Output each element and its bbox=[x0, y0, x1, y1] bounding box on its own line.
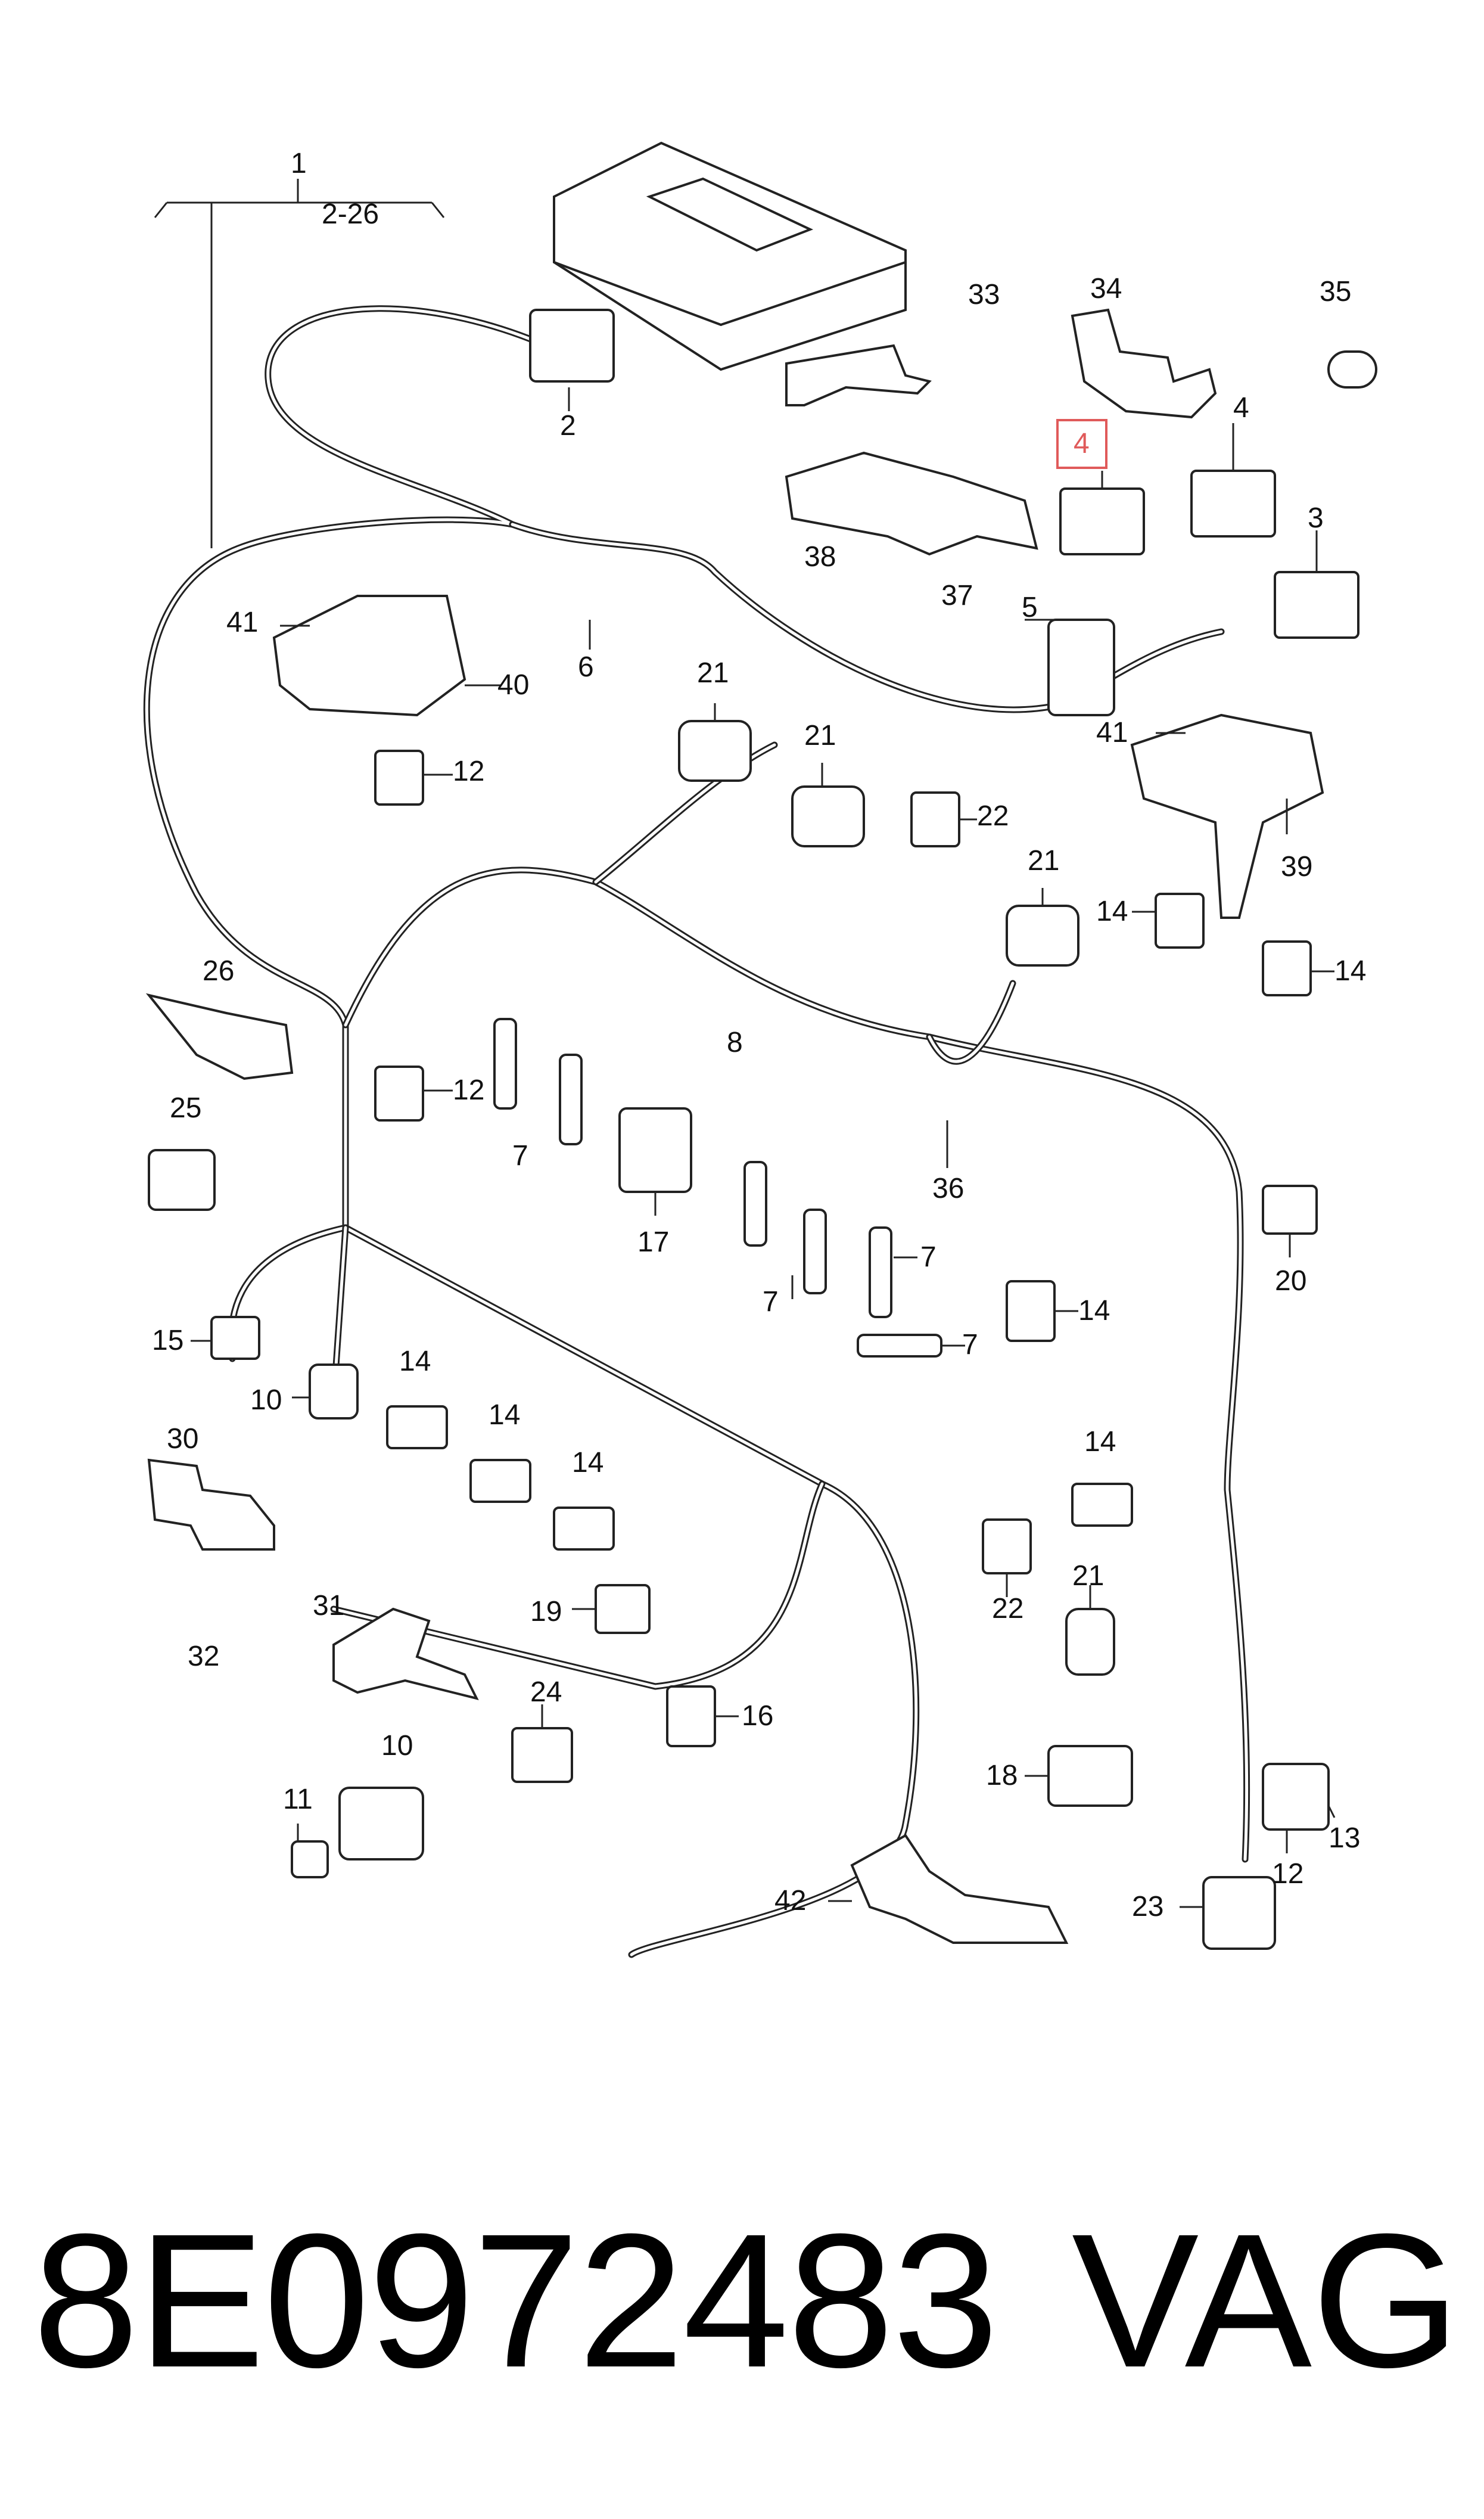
callout-41-b: 41 bbox=[1096, 717, 1128, 748]
callout-13: 13 bbox=[1329, 1822, 1360, 1854]
callout-30: 30 bbox=[167, 1423, 198, 1455]
callout-7: 7 bbox=[512, 1140, 528, 1172]
callout-7-b: 7 bbox=[920, 1241, 937, 1273]
callout-14-d: 14 bbox=[489, 1399, 520, 1431]
callout-4-highlighted: 4 bbox=[1074, 428, 1090, 459]
main-harness bbox=[143, 305, 1250, 1958]
callout-14-c: 14 bbox=[399, 1346, 431, 1377]
callout-17: 17 bbox=[637, 1226, 669, 1258]
callout-7-d: 7 bbox=[962, 1329, 978, 1361]
callout-33: 33 bbox=[968, 279, 1000, 310]
callout-26: 26 bbox=[203, 955, 234, 987]
sensor-probes bbox=[493, 1018, 942, 1358]
callout-21-d: 21 bbox=[1072, 1560, 1104, 1592]
callout-8: 8 bbox=[727, 1027, 743, 1058]
callout-14-b: 14 bbox=[1334, 955, 1366, 987]
callout-32: 32 bbox=[188, 1641, 219, 1672]
callout-38: 38 bbox=[804, 541, 836, 573]
part-number: 8E0972483 bbox=[33, 2194, 998, 2407]
callout-10: 10 bbox=[250, 1384, 282, 1416]
callout-35: 35 bbox=[1320, 276, 1351, 308]
brand-label: VAG bbox=[1071, 2194, 1460, 2407]
callout-11: 11 bbox=[283, 1784, 313, 1815]
callout-42: 42 bbox=[774, 1885, 806, 1917]
wiring-harness-diagram: 1 2-26 2 6 33 34 35 4 4 3 38 37 5 41 40 … bbox=[143, 141, 1377, 1958]
callout-12: 12 bbox=[453, 756, 484, 787]
callout-23: 23 bbox=[1132, 1891, 1163, 1922]
group-bracket bbox=[154, 179, 445, 548]
group-number-label: 1 bbox=[291, 148, 307, 179]
callout-21-c: 21 bbox=[1028, 845, 1059, 877]
callout-10-b: 10 bbox=[381, 1730, 413, 1762]
callout-31: 31 bbox=[313, 1590, 344, 1622]
callout-14-f: 14 bbox=[1078, 1295, 1110, 1327]
callout-4: 4 bbox=[1233, 392, 1249, 424]
callout-39: 39 bbox=[1281, 851, 1312, 883]
leader-lines bbox=[191, 387, 1336, 1908]
callout-14: 14 bbox=[1096, 896, 1128, 927]
callout-18: 18 bbox=[986, 1760, 1018, 1791]
callout-15: 15 bbox=[152, 1325, 183, 1356]
callout-5: 5 bbox=[1022, 592, 1038, 623]
callout-22-b: 22 bbox=[992, 1593, 1023, 1625]
callout-41: 41 bbox=[226, 607, 258, 638]
callout-22: 22 bbox=[977, 800, 1009, 832]
callout-20: 20 bbox=[1275, 1265, 1306, 1297]
callout-37: 37 bbox=[941, 580, 973, 611]
callout-40: 40 bbox=[497, 669, 529, 701]
connectors bbox=[148, 309, 1359, 1950]
highlight-box bbox=[1056, 419, 1107, 469]
callout-24: 24 bbox=[530, 1676, 562, 1708]
callout-12-b: 12 bbox=[453, 1074, 484, 1106]
callout-labels: 1 2-26 2 6 33 34 35 4 4 3 38 37 5 41 40 … bbox=[152, 148, 1366, 1922]
callout-21: 21 bbox=[697, 657, 729, 689]
group-range-label: 2-26 bbox=[322, 198, 379, 230]
callout-3: 3 bbox=[1308, 502, 1324, 534]
callout-16: 16 bbox=[742, 1700, 773, 1732]
callout-7-c: 7 bbox=[763, 1286, 779, 1318]
callout-14-g: 14 bbox=[1084, 1426, 1116, 1458]
callout-25: 25 bbox=[170, 1092, 201, 1124]
callout-12-c: 12 bbox=[1272, 1858, 1303, 1890]
callout-2: 2 bbox=[560, 410, 576, 442]
brackets bbox=[145, 308, 1377, 1944]
callout-36: 36 bbox=[932, 1173, 964, 1204]
callout-19: 19 bbox=[530, 1596, 562, 1627]
callout-34: 34 bbox=[1090, 273, 1122, 305]
callout-14-e: 14 bbox=[572, 1447, 603, 1479]
control-unit-drawing bbox=[553, 141, 907, 371]
callout-6: 6 bbox=[578, 651, 594, 683]
callout-21-b: 21 bbox=[804, 720, 836, 751]
